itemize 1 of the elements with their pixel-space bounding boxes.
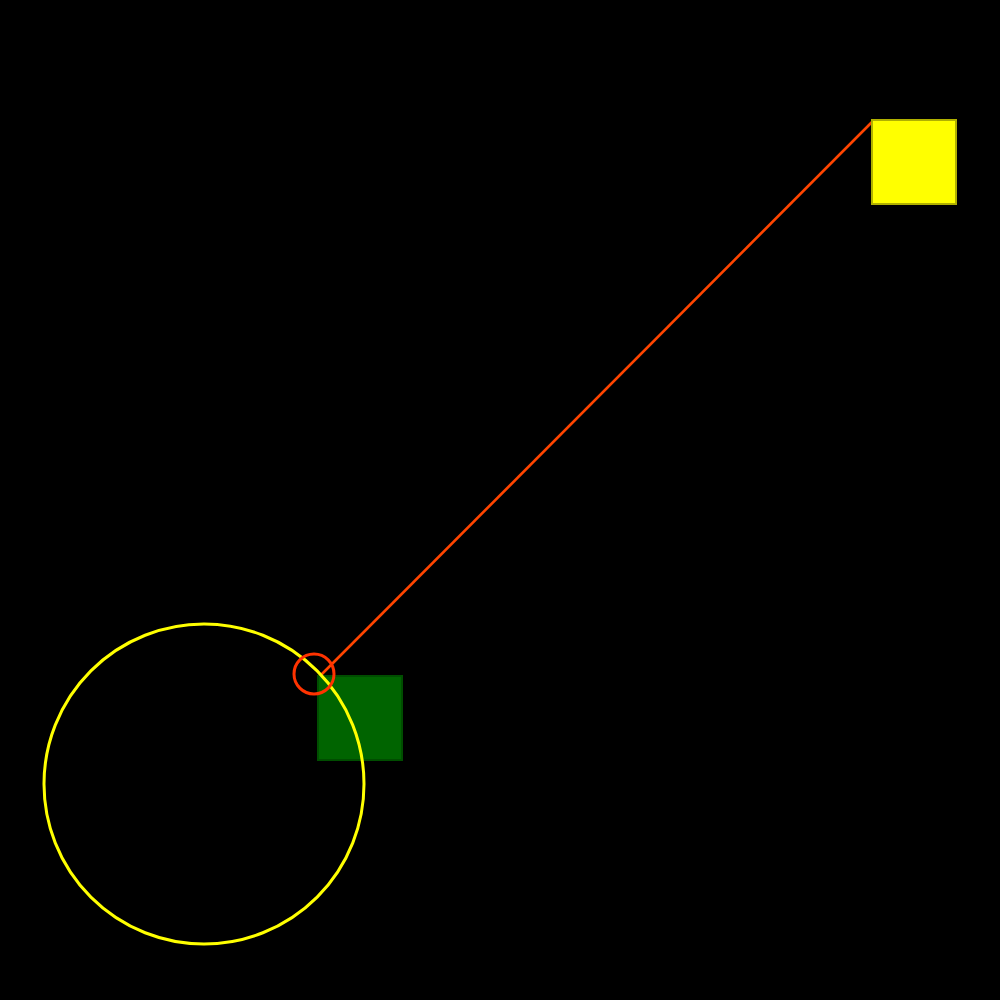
connector-line xyxy=(319,121,873,677)
